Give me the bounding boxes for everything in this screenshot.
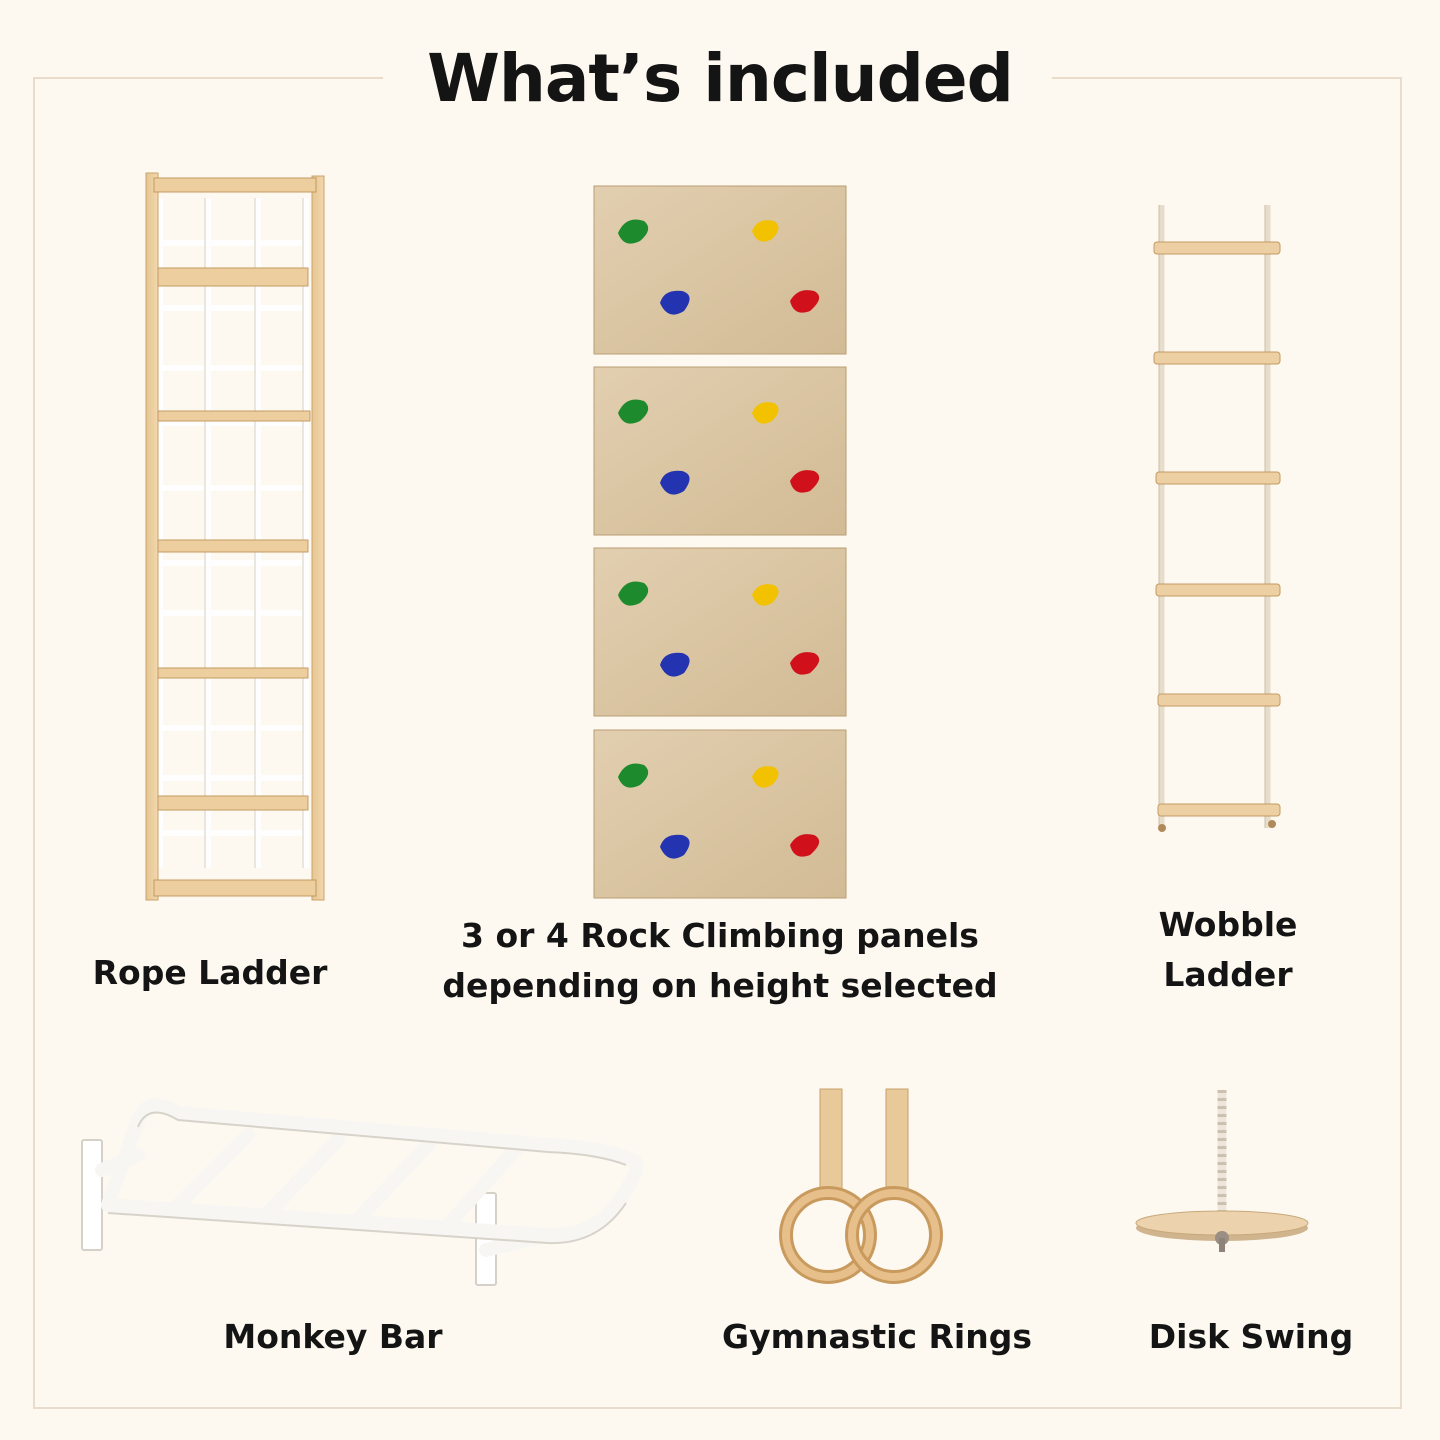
climbing-panels-label-line2: depending on height selected	[442, 966, 998, 1005]
content-frame	[33, 77, 1402, 1409]
monkey-bar-image	[78, 1085, 653, 1290]
monkey-bar-label: Monkey Bar	[223, 1317, 443, 1356]
wobble-ladder-label: Wobble Ladder	[1078, 900, 1378, 1000]
page-title: What’s included	[427, 40, 1014, 117]
wobble-ladder-label-line1: Wobble	[1158, 905, 1298, 944]
wobble-ladder-image	[1148, 200, 1288, 840]
gymnastic-rings-image	[776, 1085, 956, 1290]
frame-top-right-divider	[1052, 77, 1402, 79]
rope-ladder-label: Rope Ladder	[92, 953, 328, 992]
climbing-panels-label: 3 or 4 Rock Climbing panels depending on…	[440, 911, 1000, 1011]
disk-swing-label: Disk Swing	[1148, 1317, 1354, 1356]
wobble-ladder-label-line2: Ladder	[1163, 955, 1293, 994]
frame-top-left-divider	[33, 77, 383, 79]
climbing-panels-image	[590, 183, 850, 903]
rope-ladder-image	[140, 168, 330, 903]
climbing-panels-label-line1: 3 or 4 Rock Climbing panels	[461, 916, 979, 955]
disk-swing-image	[1130, 1088, 1315, 1258]
gymnastic-rings-label: Gymnastic Rings	[722, 1317, 1033, 1356]
